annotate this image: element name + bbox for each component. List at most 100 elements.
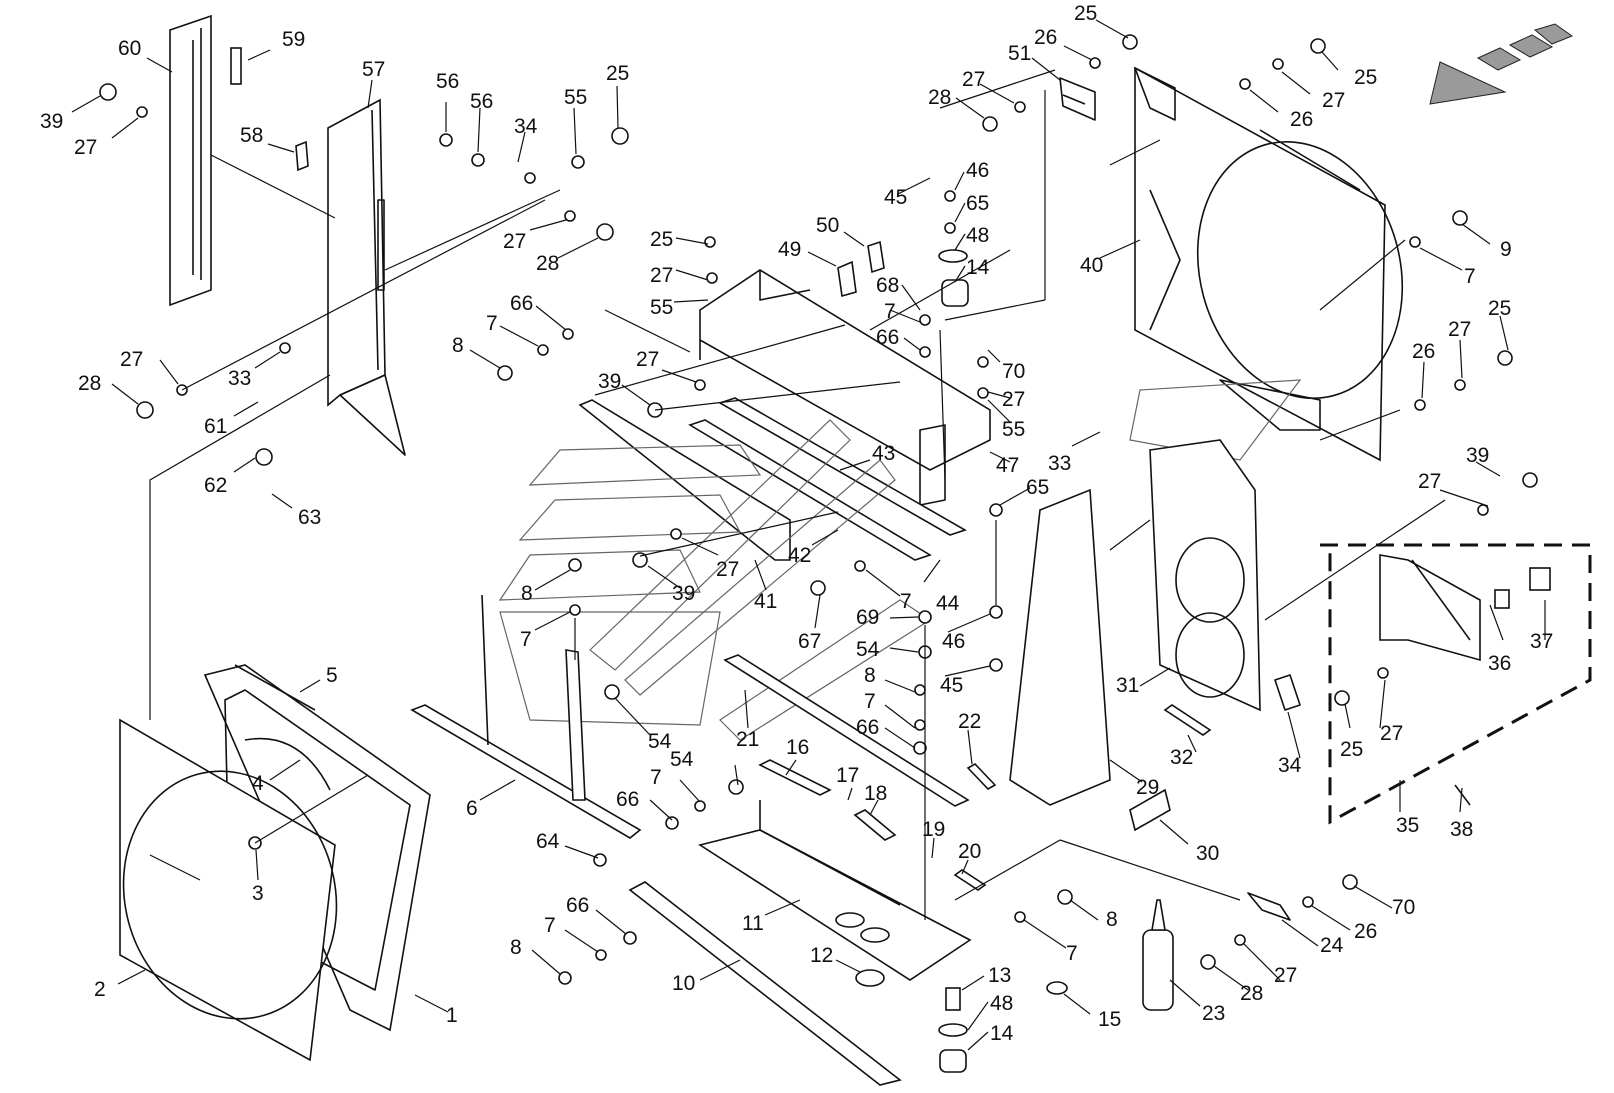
callout-label: 56 — [470, 90, 493, 113]
callout-label: 27 — [716, 558, 739, 581]
callout-label: 55 — [564, 86, 587, 109]
callout-label: 2 — [94, 978, 106, 1001]
callout-label: 26 — [1412, 340, 1435, 363]
callout-label: 25 — [650, 228, 673, 251]
part-60-side-strip — [169, 14, 212, 307]
callout-label: 8 — [864, 664, 876, 687]
callout-label: 70 — [1392, 896, 1415, 919]
callout-label: 63 — [298, 506, 321, 529]
callout-label: 9 — [1500, 238, 1512, 261]
callout-label: 15 — [1098, 1008, 1121, 1031]
part-51-bracket — [1059, 77, 1096, 121]
callout-label: 7 — [864, 690, 876, 713]
callout-label: 8 — [510, 936, 522, 959]
part-2-shroud-panel — [119, 718, 338, 1062]
callout-label: 27 — [1418, 470, 1441, 493]
callout-label: 33 — [1048, 452, 1071, 475]
callout-label: 1 — [446, 1004, 458, 1027]
callout-label: 39 — [598, 370, 621, 393]
part-29-side-panel — [1009, 488, 1111, 806]
callout-label: 7 — [1464, 265, 1476, 288]
part-23-sealant-cartridge — [1142, 899, 1174, 1011]
callout-label: 21 — [736, 728, 759, 751]
callout-label: 62 — [204, 474, 227, 497]
callout-label: 3 — [252, 882, 264, 905]
part-4-ring-segment — [244, 737, 331, 791]
callout-label: 48 — [966, 224, 989, 247]
callout-label: 25 — [1354, 66, 1377, 89]
part-49-plate — [837, 260, 857, 298]
inset-box — [1320, 543, 1592, 825]
callout-label: 66 — [856, 716, 879, 739]
fasteners — [99, 34, 1538, 985]
callout-label: 66 — [876, 326, 899, 349]
callout-label: 7 — [884, 300, 896, 323]
callout-label: 25 — [606, 62, 629, 85]
callout-label: 17 — [836, 764, 859, 787]
callout-label: 14 — [966, 256, 990, 279]
callout-label: 27 — [503, 230, 526, 253]
part-22-bar — [966, 762, 997, 791]
callout-label: 65 — [966, 192, 989, 215]
callout-label: 27 — [120, 348, 143, 371]
callout-label: 56 — [436, 70, 459, 93]
callout-label: 29 — [1136, 776, 1159, 799]
callout-label: 25 — [1074, 2, 1097, 25]
part-16-bar — [758, 759, 832, 796]
callout-label: 34 — [514, 115, 538, 138]
callout-label: 47 — [996, 454, 1019, 477]
callout-label: 57 — [362, 58, 385, 81]
callout-label: 25 — [1340, 738, 1363, 761]
part-6-bottom-rail — [410, 594, 642, 839]
callout-label: 35 — [1396, 814, 1419, 837]
callout-label: 51 — [1008, 42, 1031, 65]
callout-label: 59 — [282, 28, 305, 51]
callout-label: 33 — [228, 367, 251, 390]
callout-label: 42 — [788, 544, 811, 567]
part-32-strip — [1163, 704, 1212, 736]
part-13-spring — [945, 987, 961, 1011]
callout-label: 23 — [1202, 1002, 1225, 1025]
callout-label: 68 — [876, 274, 899, 297]
callout-label: 39 — [1466, 444, 1489, 467]
callout-label: 26 — [1290, 108, 1313, 131]
callout-label: 27 — [1322, 89, 1345, 112]
callout-label: 28 — [536, 252, 559, 275]
callout-label: 25 — [1488, 297, 1511, 320]
callout-label: 44 — [936, 592, 960, 615]
callout-label: 65 — [1026, 476, 1049, 499]
part-31-panel — [1149, 439, 1261, 712]
callout-label: 8 — [521, 582, 533, 605]
callout-label: 60 — [118, 37, 141, 60]
callout-label: 8 — [1106, 908, 1118, 931]
callout-label: 50 — [816, 214, 839, 237]
callout-label: 7 — [650, 766, 662, 789]
callout-label: 4 — [252, 772, 264, 795]
callout-label: 49 — [778, 238, 801, 261]
callout-label: 66 — [566, 894, 589, 917]
callout-label: 5 — [326, 664, 338, 687]
callout-label: 32 — [1170, 746, 1193, 769]
callout-label: 46 — [966, 159, 989, 182]
callout-label: 27 — [1002, 388, 1025, 411]
callout-label: 10 — [672, 972, 695, 995]
part-12-grommet — [855, 969, 885, 987]
part-40-shroud-frame — [1134, 66, 1404, 462]
callout-label: 54 — [670, 748, 694, 771]
part-top-frame — [699, 269, 991, 506]
callout-label: 19 — [922, 818, 945, 841]
callout-label: 7 — [1066, 942, 1078, 965]
callout-label: 39 — [40, 110, 63, 133]
part-10-flat-strip — [628, 881, 902, 1086]
callout-label: 40 — [1080, 254, 1103, 277]
callout-label: 38 — [1450, 818, 1473, 841]
part-18-bar — [853, 809, 897, 841]
callout-label: 27 — [636, 348, 659, 371]
callout-label: 41 — [754, 590, 777, 613]
callout-label: 66 — [510, 292, 533, 315]
callout-label: 58 — [240, 124, 263, 147]
callout-label: 43 — [872, 442, 895, 465]
callout-label: 48 — [990, 992, 1013, 1015]
callout-label: 11 — [742, 912, 764, 935]
